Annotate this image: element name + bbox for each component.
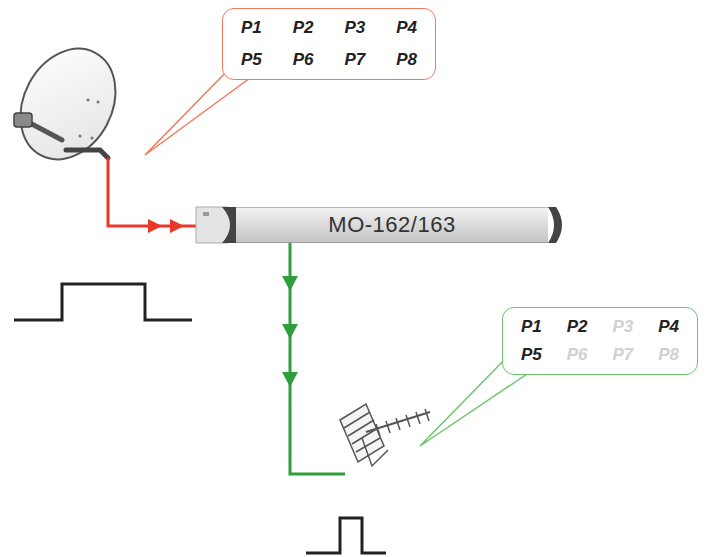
channel-label: P4 bbox=[658, 316, 679, 338]
terrestrial-antenna bbox=[340, 404, 430, 466]
channel-label: P6 bbox=[567, 344, 588, 366]
channel-label: P8 bbox=[658, 344, 679, 366]
feed-line bbox=[108, 158, 196, 233]
channel-label: P2 bbox=[567, 316, 588, 338]
channel-label: P7 bbox=[612, 344, 633, 366]
output-line bbox=[282, 243, 345, 474]
channel-label: P4 bbox=[396, 17, 417, 39]
satellite-dish bbox=[2, 32, 134, 176]
channel-label: P1 bbox=[241, 17, 262, 39]
narrow-pulse bbox=[306, 518, 386, 553]
device-label: MO-162/163 bbox=[328, 212, 455, 238]
device-box: MO-162/163 bbox=[236, 207, 548, 243]
channel-label: P3 bbox=[344, 17, 365, 39]
callout-bubble: P1 P2 P3 P4P5 P6 P7 P8 bbox=[222, 8, 436, 80]
channel-label: P6 bbox=[293, 49, 314, 71]
device-caps bbox=[196, 207, 562, 243]
channel-label: P2 bbox=[293, 17, 314, 39]
channel-label: P5 bbox=[521, 344, 542, 366]
channel-label: P7 bbox=[344, 49, 365, 71]
channel-label: P3 bbox=[612, 316, 633, 338]
channel-label: P8 bbox=[396, 49, 417, 71]
wide-pulse bbox=[14, 284, 192, 320]
callout-bubble: P1 P2 P3 P4P5 P6 P7 P8 bbox=[502, 307, 698, 375]
channel-label: P1 bbox=[521, 316, 542, 338]
channel-label: P5 bbox=[241, 49, 262, 71]
